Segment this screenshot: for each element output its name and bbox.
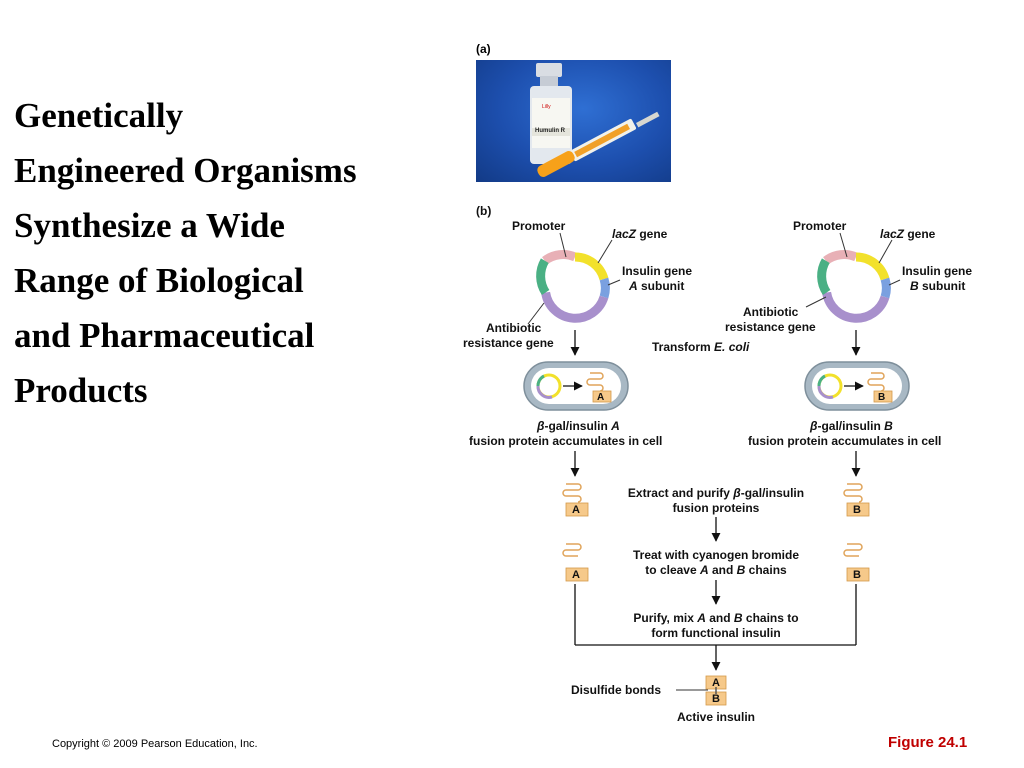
step-extract-line2: fusion proteins [673, 501, 760, 515]
syringe [537, 111, 660, 177]
disulfide-label: Disulfide bonds [571, 683, 661, 697]
panel-a-label: (a) [476, 42, 491, 56]
vial-neck [540, 76, 558, 86]
final-chain-a: A [712, 677, 720, 689]
vial-cap [536, 63, 562, 77]
panel-b-label: (b) [476, 204, 491, 218]
step-extract-line1: Extract and purify β-gal/insulin [628, 486, 804, 500]
fusion-protein-left: A [562, 483, 589, 517]
plasmid-right [817, 250, 891, 323]
ecoli-cell-right: B [804, 361, 910, 411]
vial-syringe-illustration: Humulin R Lilly [530, 63, 660, 177]
promoter-label-left: Promoter [512, 219, 566, 233]
step-purify-line1: Purify, mix A and B chains to [633, 611, 798, 625]
active-insulin-molecule: A B [705, 675, 727, 706]
figure-number: Figure 24.1 [888, 734, 968, 751]
fusion-label-right-1: β-gal/insulin B [809, 419, 893, 433]
cleaved-chain-right: B [843, 543, 870, 582]
fusion-label-left-1: β-gal/insulin A [536, 419, 620, 433]
antibiotic-label-right-2: resistance gene [725, 320, 816, 334]
cell-chain-right: B [878, 392, 885, 403]
vial-label-stripe [532, 128, 570, 136]
antibiotic-label-left-1: Antibiotic [486, 321, 542, 335]
step-treat-line1: Treat with cyanogen bromide [633, 548, 799, 562]
chain-tag-left-1: A [572, 504, 580, 516]
insulin-gene-label-left: Insulin gene [622, 264, 692, 278]
subunit-label-right: B subunit [910, 279, 965, 293]
antibiotic-label-right-1: Antibiotic [743, 305, 799, 319]
fusion-label-left-2: fusion protein accumulates in cell [469, 434, 662, 448]
fusion-label-right-2: fusion protein accumulates in cell [748, 434, 941, 448]
slide-title: Genetically Engineered Organisms Synthes… [14, 96, 357, 410]
antibiotic-label-left-2: resistance gene [463, 336, 554, 350]
vial-lilly-text: Lilly [542, 104, 551, 110]
insulin-vial-photo: Humulin R Lilly [476, 60, 671, 182]
transform-label: Transform E. coli [652, 340, 750, 354]
ecoli-cell-left: A [523, 361, 629, 411]
step-treat-line2: to cleave A and B chains [645, 563, 787, 577]
plasmid-left [536, 250, 610, 323]
promoter-label-right: Promoter [793, 219, 847, 233]
vial-brand-text: Humulin R [535, 128, 566, 134]
vial-label [532, 98, 570, 148]
lacz-gene-label-left: lacZ gene [612, 227, 668, 241]
lacz-gene-label-right: lacZ gene [880, 227, 936, 241]
cell-chain-left: A [597, 392, 604, 403]
chain-tag-right-2: B [853, 569, 861, 581]
step-purify-line2: form functional insulin [651, 626, 780, 640]
chain-tag-left-2: A [572, 569, 580, 581]
cleaved-chain-left: A [562, 543, 589, 582]
fusion-protein-right: B [843, 483, 870, 517]
copyright-notice: Copyright © 2009 Pearson Education, Inc. [52, 738, 258, 750]
active-insulin-label: Active insulin [677, 710, 755, 724]
chain-tag-right-1: B [853, 504, 861, 516]
final-chain-b: B [712, 693, 720, 705]
insulin-gene-label-right: Insulin gene [902, 264, 972, 278]
subunit-label-left: A subunit [628, 279, 684, 293]
